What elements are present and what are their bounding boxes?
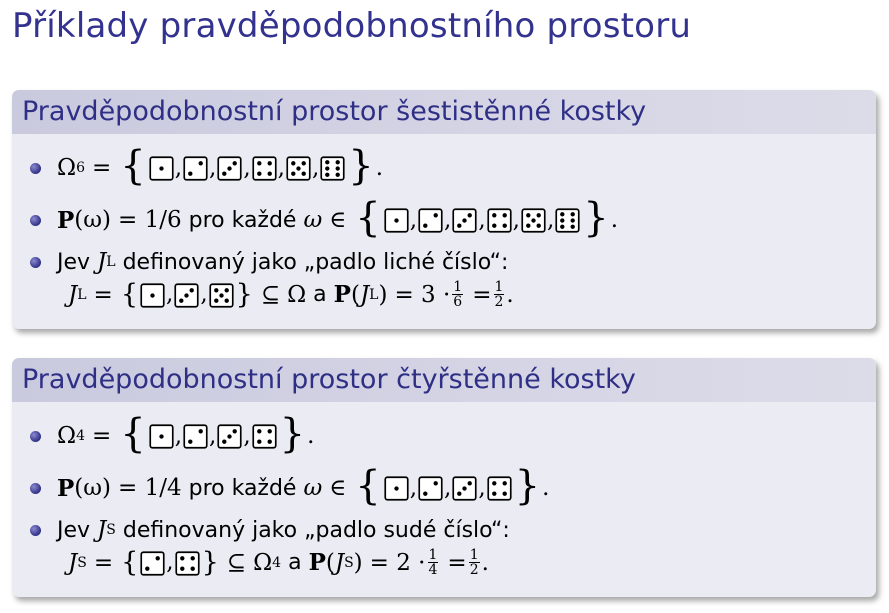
bullet-icon	[30, 482, 41, 494]
die-face-3-icon	[452, 208, 477, 233]
slide-title: Příklady pravděpodobnostního prostoru	[12, 6, 692, 46]
die-face-5-icon	[209, 283, 234, 308]
dice-set-1c: ,,	[139, 281, 235, 308]
block-four-sided-die: Pravděpodobnostní prostor čtyřstěnné kos…	[12, 358, 876, 597]
die-face-2-icon	[183, 424, 208, 449]
bullet-icon	[30, 430, 41, 442]
bullet-icon	[30, 524, 41, 536]
bullet-icon	[30, 214, 41, 226]
die-face-1-icon	[149, 156, 174, 181]
block-heading: Pravděpodobnostní prostor čtyřstěnné kos…	[12, 358, 876, 402]
die-face-2-icon	[183, 156, 208, 181]
die-face-3-icon	[452, 476, 477, 501]
die-face-3-icon	[174, 283, 199, 308]
die-face-3-icon	[217, 424, 242, 449]
die-face-1-icon	[384, 208, 409, 233]
die-face-5-icon	[521, 208, 546, 233]
die-face-4-icon	[487, 208, 512, 233]
item-probability: P(ω) = 1/4 pro každé ω ∈ { ,,, }.	[30, 466, 549, 508]
bullet-icon	[30, 256, 41, 268]
die-face-1-icon	[149, 424, 174, 449]
die-face-2-icon	[418, 476, 443, 501]
die-face-2-icon	[418, 208, 443, 233]
item-probability: P(ω) = 1/6 pro každé ω ∈ { ,,,,, }.	[30, 198, 618, 240]
die-face-1-icon	[384, 476, 409, 501]
omega-symbol: Ω	[57, 155, 77, 181]
die-face-6-icon	[320, 156, 345, 181]
die-face-3-icon	[217, 156, 242, 181]
dice-set-2a: ,,,	[148, 423, 278, 450]
die-face-4-icon	[175, 551, 200, 576]
block-six-sided-die: Pravděpodobnostní prostor šestistěnné ko…	[12, 90, 876, 329]
die-face-2-icon	[140, 551, 165, 576]
die-face-4-icon	[252, 156, 277, 181]
dice-set-1a: ,,,,,	[148, 155, 347, 182]
dice-set-1b: ,,,,,	[383, 207, 582, 234]
die-face-6-icon	[555, 208, 580, 233]
die-face-4-icon	[487, 476, 512, 501]
die-face-5-icon	[286, 156, 311, 181]
die-face-4-icon	[252, 424, 277, 449]
dice-set-2b: ,,,	[383, 475, 513, 502]
dice-set-2c: ,	[139, 549, 200, 576]
bullet-icon	[30, 162, 41, 174]
block-heading: Pravděpodobnostní prostor šestistěnné ko…	[12, 90, 876, 134]
die-face-1-icon	[140, 283, 165, 308]
